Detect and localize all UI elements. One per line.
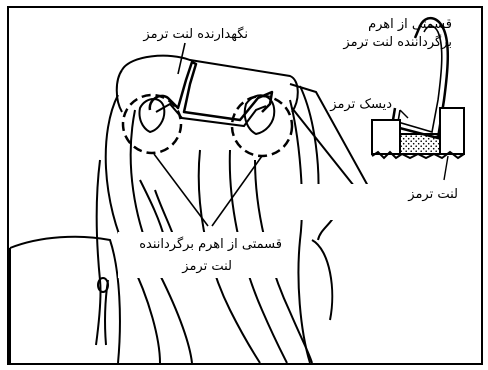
leader-disc [400, 110, 408, 118]
label-return-lever-main-line2: لنت ترمز [181, 259, 232, 274]
label-return-lever-part-line2: برگرداننده لنت ترمز [342, 34, 452, 50]
left-lever-hook [139, 99, 164, 132]
inset-left-shoe [372, 120, 400, 154]
label-return-lever-part-line1: قسمتی از اهرم [368, 17, 452, 32]
inset-right-shoe [440, 108, 464, 154]
label-return-lever-main-line1: قسمتی از اهرم برگرداننده [139, 236, 282, 252]
leader-return-lever-right [212, 156, 262, 226]
label-brake-disc: دیسک ترمز [329, 97, 392, 112]
inset-wedge-bottom [292, 108, 362, 196]
bottom-left-roll [10, 237, 120, 363]
leader-shoe [444, 156, 448, 180]
label-brake-shoe: لنت ترمز [407, 187, 458, 202]
inset-pad-disc [400, 134, 440, 154]
label-brake-shoe-retainer: نگهدارنده لنت ترمز [142, 26, 248, 42]
